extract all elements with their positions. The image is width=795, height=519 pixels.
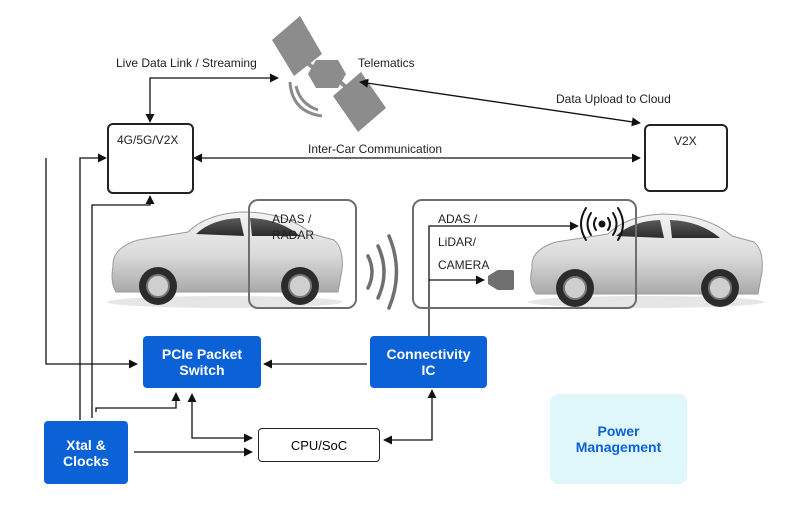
power-management-label-1: Power xyxy=(597,423,640,439)
xtal-clocks-label-2: Clocks xyxy=(63,452,109,469)
v2x-box xyxy=(644,124,728,192)
adas-lidar-label-2: LiDAR/ xyxy=(438,235,477,249)
adas-lidar-frame xyxy=(412,199,637,309)
car-icon xyxy=(107,211,343,308)
adas-radar-label-1: ADAS / xyxy=(272,212,312,226)
adas-radar-frame xyxy=(248,199,357,309)
radio-wave-icon xyxy=(366,234,399,310)
telematics-label: Telematics xyxy=(358,56,415,70)
cpu-soc-box: CPU/SoC xyxy=(258,428,380,462)
power-management-label-2: Management xyxy=(575,439,662,455)
satellite-icon xyxy=(272,16,386,132)
pcie-switch-box: PCIe Packet Switch xyxy=(143,336,261,388)
cellular-module-box xyxy=(107,123,194,194)
car-icon xyxy=(528,213,764,308)
xtal-clocks-label-1: Xtal & xyxy=(66,436,106,453)
pcie-switch-label-2: Switch xyxy=(179,362,225,378)
xtal-clocks-box: Xtal & Clocks xyxy=(44,421,128,484)
data-upload-label: Data Upload to Cloud xyxy=(556,92,671,106)
v2x-label: V2X xyxy=(674,134,697,148)
cellular-module-label: 4G/5G/V2X xyxy=(117,133,179,147)
adas-radar-label-2: RADAR xyxy=(272,228,315,242)
power-management-box: Power Management xyxy=(550,394,687,484)
adas-lidar-label-1: ADAS / xyxy=(438,212,478,226)
live-data-link-label: Live Data Link / Streaming xyxy=(116,56,257,70)
cpu-soc-label: CPU/SoC xyxy=(290,437,348,453)
connectivity-ic-label-1: Connectivity xyxy=(386,346,471,362)
connector-lines xyxy=(45,73,641,457)
pcie-switch-label-1: PCIe Packet xyxy=(161,346,243,362)
camera-icon xyxy=(488,270,514,290)
inter-car-label: Inter-Car Communication xyxy=(308,142,443,156)
connectivity-ic-box: Connectivity IC xyxy=(370,336,487,388)
connectivity-ic-label-2: IC xyxy=(421,362,436,378)
adas-lidar-label-3: CAMERA xyxy=(438,258,490,272)
wireless-signal-icon xyxy=(580,207,624,241)
